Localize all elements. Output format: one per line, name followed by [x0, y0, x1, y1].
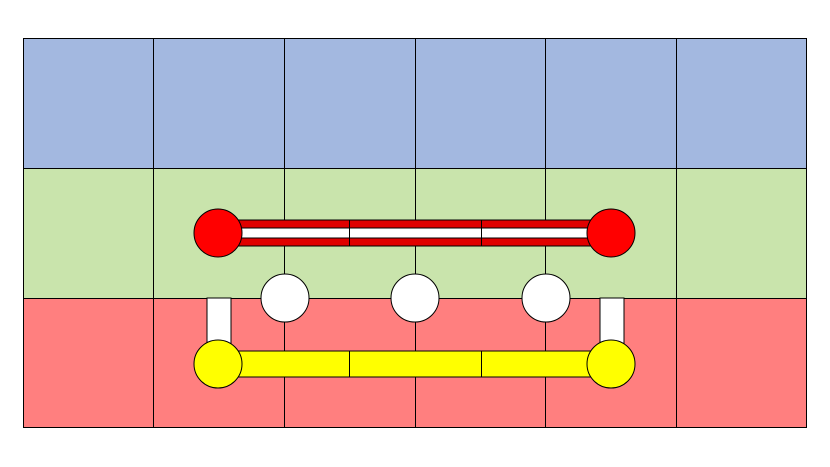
- red-node-right: [586, 208, 636, 258]
- red-node-left: [193, 208, 243, 258]
- yellow-node-left: [193, 339, 243, 389]
- white-node-1: [260, 273, 310, 323]
- yellow-node-right: [586, 339, 636, 389]
- red-connector: [193, 208, 636, 258]
- red-bar-inner: [229, 227, 601, 239]
- yellow-bar: [217, 350, 613, 378]
- white-node-2: [390, 273, 440, 323]
- yellow-connector: [193, 339, 636, 389]
- white-node-3: [521, 273, 571, 323]
